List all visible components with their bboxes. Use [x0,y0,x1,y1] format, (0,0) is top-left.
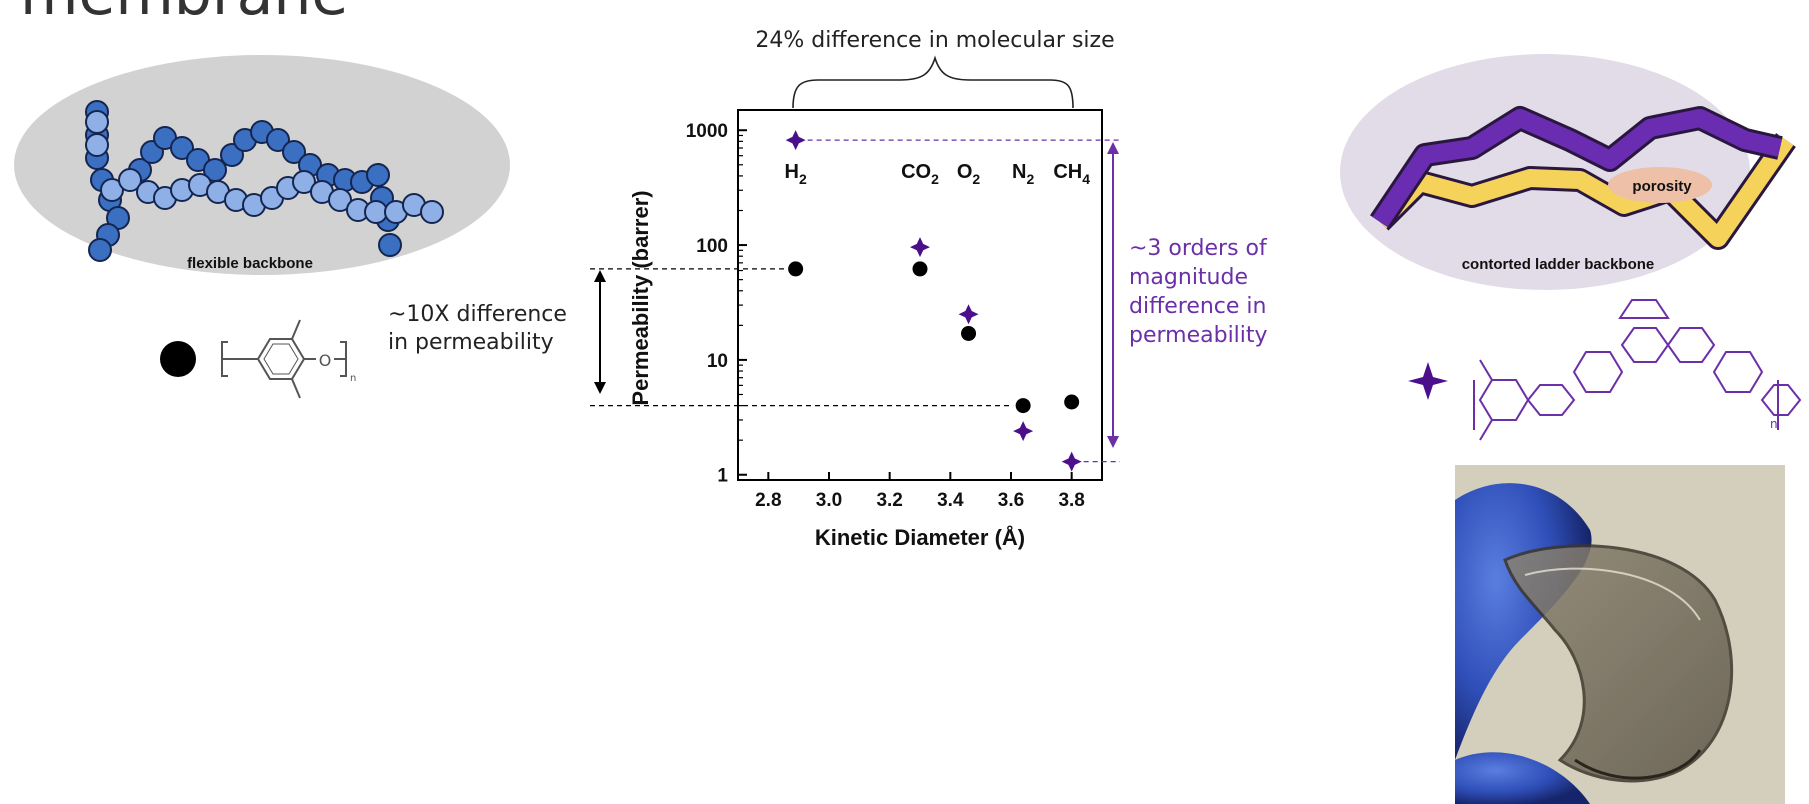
backbone-bead [282,140,306,164]
purple-ladder-strand [1372,109,1783,228]
x-axis-label: Kinetic Diameter (Å) [815,524,1025,550]
left-circle-marker-legend [160,341,196,377]
circle-point-3 [1015,398,1031,414]
circle-point-2 [961,325,977,341]
backbone-bead [366,163,390,187]
contorted-ladder-backbone-label: contorted ladder backbone [1462,256,1655,273]
backbone-bead [170,136,194,160]
backbone-bead [85,110,109,134]
plot-frame [737,109,1103,481]
y-tick-label-1: 10 [707,351,728,372]
three-orders-line2: magnitude [1129,265,1248,290]
star-point-4 [1061,451,1082,472]
molecular-size-difference-label: 24% difference in molecular size [755,28,1114,53]
data-points [785,130,1082,472]
size-brace [792,55,1074,109]
circle-point-4 [1064,394,1080,410]
star-point-3 [1013,421,1034,442]
y-tick-label-0: 1 [717,466,728,487]
three-orders-line1: ~3 orders of [1129,236,1268,261]
yellow-ladder-strand [1373,134,1794,247]
ppo-repeat-unit-structure [221,319,347,399]
porosity-pore [1608,167,1712,203]
porosity-label: porosity [1632,178,1692,195]
pim-ladder-structure [1473,299,1802,441]
backbone-bead [118,168,142,192]
backbone-bead [292,170,316,194]
three-orders-line3: difference in [1129,294,1267,319]
x-axis-ticks: 2.8 3.0 3.2 3.4 3.6 3.8 [755,472,1085,511]
ten-x-difference-line2: in permeability [388,330,554,355]
y-tick-label-3: 1000 [686,121,728,142]
star-point-0 [785,130,806,151]
membrane-film-photo [1455,465,1785,804]
three-orders-double-arrow [1107,142,1119,448]
backbone-bead [328,188,352,212]
permeability-chart: 24% difference in molecular size 2.8 3.0 3… [590,28,1268,550]
y-tick-label-2: 100 [696,236,728,257]
circle-point-1 [912,261,928,277]
x-tick-label-2: 3.2 [876,490,902,511]
y-axis-ticks: 1 10 100 1000 [686,121,747,487]
x-tick-label-1: 3.0 [816,490,842,511]
backbone-bead [100,178,124,202]
gas-label-o2: O2 [957,161,981,187]
y-axis-label: Permeability (barrer) [628,190,653,405]
backbone-bead [420,200,444,224]
gas-label-ch4: CH4 [1053,161,1090,187]
gas-labels: H2 CO2 O2 N2 CH4 [785,161,1091,187]
gas-label-n2: N2 [1012,161,1034,187]
circle-point-0 [788,261,804,277]
ppo-n-subscript: n [350,373,356,384]
star-point-1 [910,237,930,258]
backbone-bead [378,233,402,257]
ten-x-difference-line1: ~10X difference [388,302,567,327]
backbone-bead [85,133,109,157]
backbone-bead [220,143,244,167]
backbone-bead [88,238,112,262]
star-point-2 [958,304,979,325]
ten-x-double-arrow [594,270,606,394]
guide-lines [590,139,1120,463]
gas-label-co2: CO2 [901,161,939,187]
ppo-oxygen-label: O [319,351,332,370]
gas-label-h2: H2 [785,161,807,187]
flexible-backbone-label: flexible backbone [187,255,313,272]
x-tick-label-0: 2.8 [755,490,781,511]
title-fragment: membrane [20,0,348,29]
pim-n-subscript: n [1770,417,1778,431]
x-tick-label-3: 3.4 [937,490,964,511]
flexible-backbone-chain [85,100,444,262]
three-orders-line4: permeability [1129,323,1268,348]
right-star-marker-legend [1408,362,1448,400]
right-polymer-panel: porosity contorted ladder backbone n [1340,54,1802,804]
x-tick-label-5: 3.8 [1058,490,1084,511]
left-polymer-panel: flexible backbone O n ~10X difference in… [14,55,606,399]
x-tick-label-4: 3.6 [998,490,1024,511]
backbone-bead [364,200,388,224]
backbone-bead [266,128,290,152]
